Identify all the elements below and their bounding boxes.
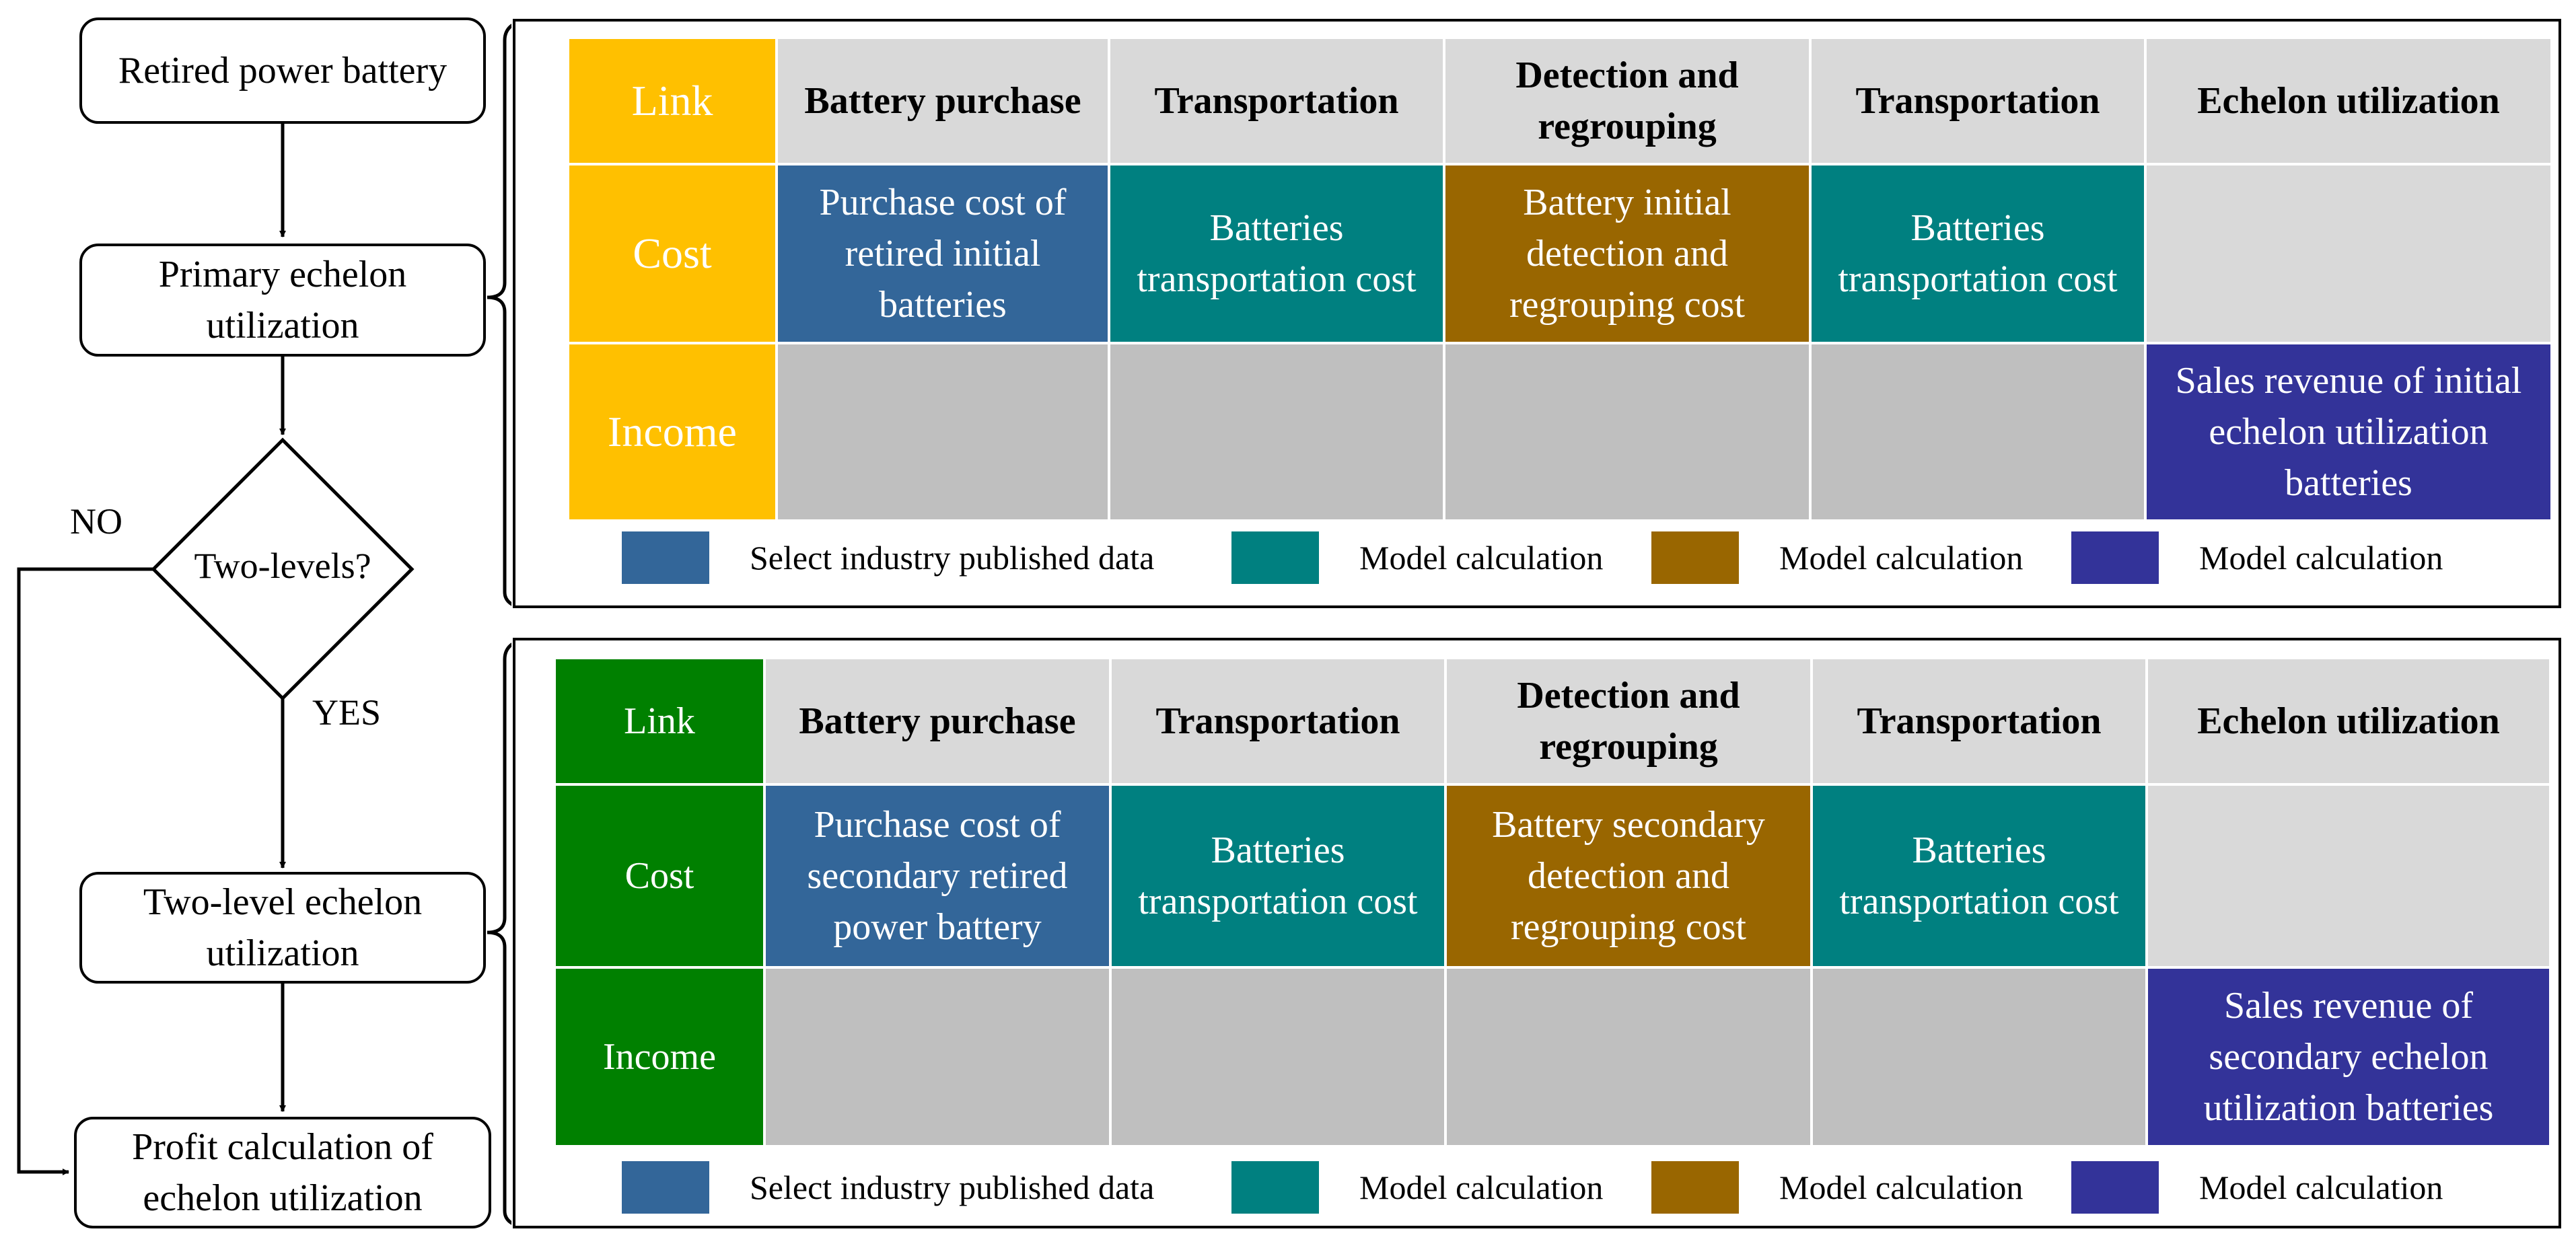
top-income-empty-3	[1445, 344, 1809, 519]
top-legend-item-4: Model calculation	[2071, 531, 2443, 584]
bottom-header-echelon: Echelon utilization	[2148, 659, 2549, 783]
top-cost-transport-1: Batteries transportation cost	[1110, 165, 1443, 342]
brace-bottom	[487, 642, 511, 934]
top-header-battery-purchase: Battery purchase	[778, 39, 1108, 163]
bottom-income-empty-3	[1447, 969, 1810, 1145]
top-cost-transport-2: Batteries transportation cost	[1812, 165, 2144, 342]
profit-node-line2: echelon utilization	[143, 1177, 423, 1219]
bottom-legend-item-3: Model calculation	[1651, 1161, 2023, 1214]
legend-swatch-purple	[2071, 1161, 2159, 1214]
bottom-header-detection: Detection and regrouping	[1447, 659, 1810, 783]
bottom-cost-echelon-empty	[2148, 786, 2549, 966]
top-header-echelon: Echelon utilization	[2147, 39, 2550, 163]
legend-swatch-teal	[1231, 531, 1319, 584]
bottom-cost-detection: Battery secondary detection and regroupi…	[1447, 786, 1810, 966]
profit-node-line1: Profit calculation of	[132, 1126, 433, 1168]
bottom-income-sales: Sales revenue of secondary echelon utili…	[2148, 969, 2549, 1145]
primary-node-line1: Primary echelon	[158, 254, 407, 295]
two-level-node-line2: utilization	[206, 932, 359, 974]
legend-label: Model calculation	[2199, 1169, 2443, 1206]
top-cost-detection: Battery initial detection and regrouping…	[1445, 165, 1809, 342]
bottom-header-transportation-1: Transportation	[1112, 659, 1444, 783]
bottom-link-label: Link	[556, 659, 763, 783]
start-node-label: Retired power battery	[118, 50, 448, 91]
start-node: Retired power battery	[79, 17, 486, 124]
flowchart-connectors	[17, 24, 511, 1225]
primary-node-line2: utilization	[206, 305, 359, 346]
arrow-no	[17, 567, 153, 1175]
bottom-header-battery-purchase: Battery purchase	[766, 659, 1109, 783]
legend-label: Model calculation	[2199, 539, 2443, 577]
flowchart: Retired power battery Primary echelon ut…	[0, 0, 511, 1254]
top-legend-item-2: Model calculation	[1231, 531, 1603, 584]
brace-top-lower	[487, 295, 511, 606]
top-cost-echelon-empty	[2147, 165, 2550, 342]
bottom-legend-item-1: Select industry published data	[622, 1161, 1154, 1214]
top-income-empty-4	[1812, 344, 2144, 519]
bottom-income-empty-2	[1112, 969, 1444, 1145]
legend-label: Select industry published data	[750, 1169, 1155, 1206]
top-income-empty-1	[778, 344, 1108, 519]
primary-node: Primary echelon utilization	[79, 244, 486, 357]
brace-bottom-lower	[487, 930, 511, 1225]
bottom-header-transportation-2: Transportation	[1813, 659, 2145, 783]
bottom-legend-item-2: Model calculation	[1231, 1161, 1603, 1214]
legend-label: Model calculation	[1359, 1169, 1604, 1206]
bottom-income-empty-4	[1813, 969, 2145, 1145]
top-income-sales: Sales revenue of initial echelon utiliza…	[2147, 344, 2550, 519]
top-income-empty-2	[1110, 344, 1443, 519]
bottom-table: Link Battery purchase Transportation Det…	[556, 659, 2549, 1145]
bottom-income-empty-1	[766, 969, 1109, 1145]
top-header-transportation-1: Transportation	[1110, 39, 1443, 163]
two-level-node-line1: Two-level echelon	[143, 881, 423, 923]
top-cost-purchase: Purchase cost of retired initial batteri…	[778, 165, 1108, 342]
legend-swatch-teal	[1231, 1161, 1319, 1214]
legend-swatch-brown	[1651, 1161, 1739, 1214]
legend-swatch-blue	[622, 1161, 709, 1214]
top-income-label: Income	[569, 344, 775, 519]
brace-top	[487, 24, 511, 299]
top-header-transportation-2: Transportation	[1812, 39, 2144, 163]
bottom-income-label: Income	[556, 969, 763, 1145]
legend-label: Select industry published data	[750, 539, 1155, 577]
yes-label: YES	[312, 692, 382, 733]
legend-swatch-brown	[1651, 531, 1739, 584]
top-cost-label: Cost	[569, 165, 775, 342]
legend-swatch-purple	[2071, 531, 2159, 584]
profit-node: Profit calculation of echelon utilizatio…	[74, 1117, 491, 1228]
legend-label: Model calculation	[1779, 539, 2024, 577]
top-link-label: Link	[569, 39, 775, 163]
decision-label: Two-levels?	[194, 546, 371, 586]
bottom-cost-transport-2: Batteries transportation cost	[1813, 786, 2145, 966]
no-label: NO	[70, 501, 122, 542]
legend-label: Model calculation	[1359, 539, 1604, 577]
legend-swatch-blue	[622, 531, 709, 584]
top-header-detection: Detection and regrouping	[1445, 39, 1809, 163]
two-level-node: Two-level echelon utilization	[79, 872, 486, 984]
top-legend-item-3: Model calculation	[1651, 531, 2023, 584]
legend-label: Model calculation	[1779, 1169, 2024, 1206]
top-table: Link Battery purchase Transportation Det…	[569, 39, 2550, 522]
bottom-legend-item-4: Model calculation	[2071, 1161, 2443, 1214]
bottom-cost-transport-1: Batteries transportation cost	[1112, 786, 1444, 966]
bottom-cost-label: Cost	[556, 786, 763, 966]
bottom-cost-purchase: Purchase cost of secondary retired power…	[766, 786, 1109, 966]
top-legend-item-1: Select industry published data	[622, 531, 1154, 584]
